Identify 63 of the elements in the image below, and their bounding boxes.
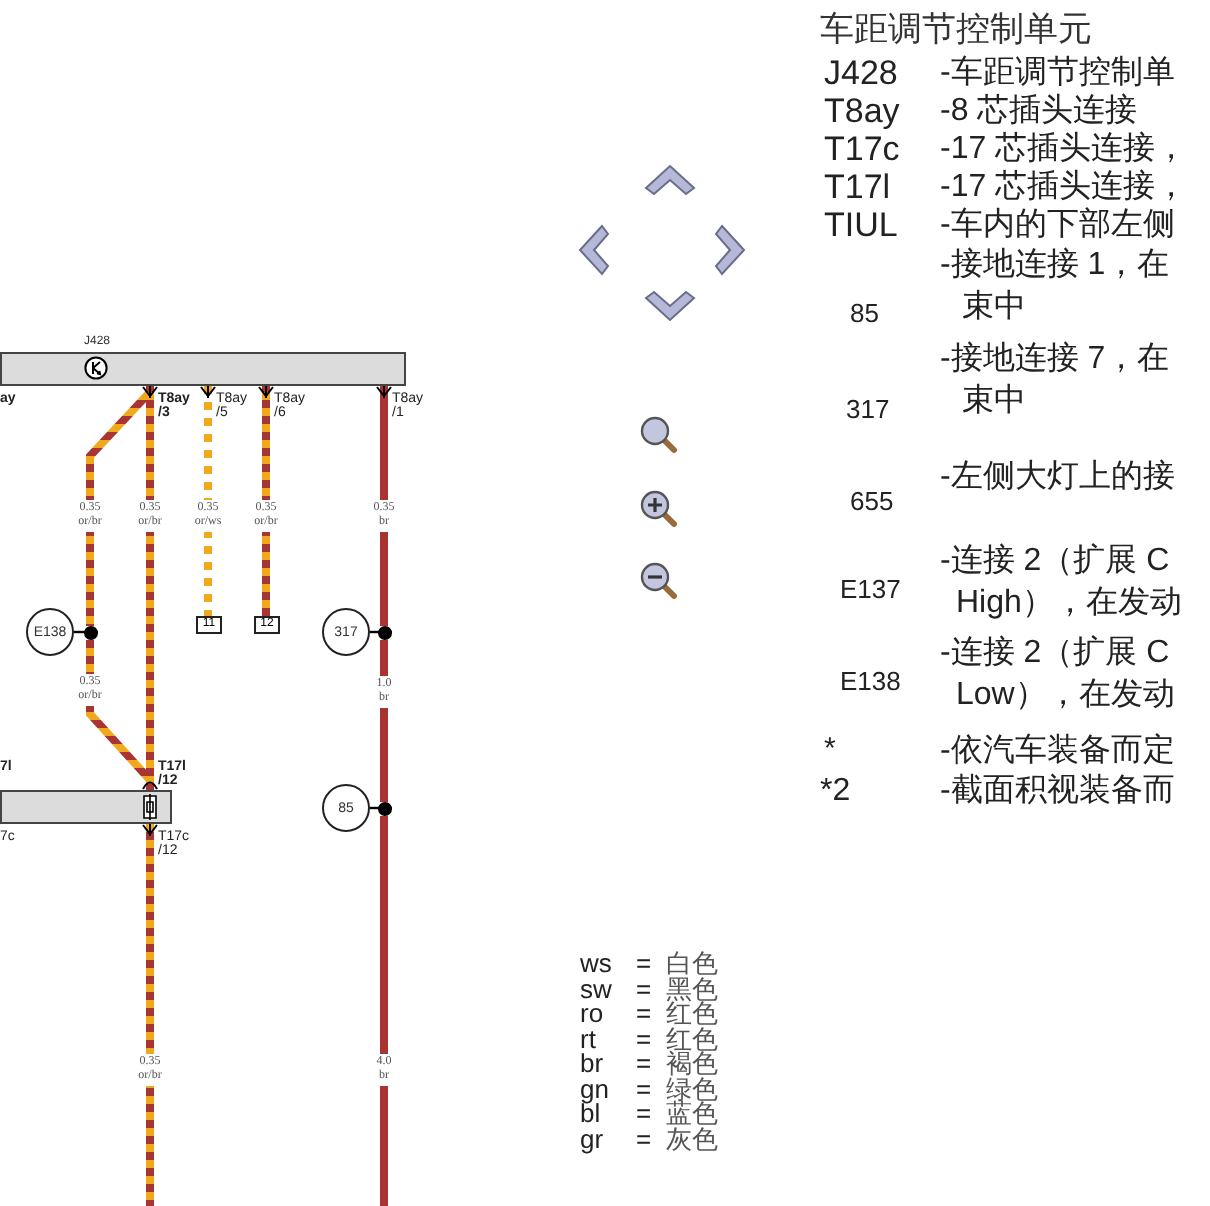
legend-key: E137 (840, 576, 901, 605)
color-name: 灰色 (666, 1125, 718, 1151)
color-code: rt (580, 1025, 596, 1051)
legend-key: E138 (840, 668, 901, 697)
legend-description: -依汽车装备而定 (940, 734, 1175, 770)
legend-description: -接地连接 1，在 (940, 248, 1170, 284)
equals-sign: = (636, 975, 652, 1001)
color-name: 褐色 (666, 1050, 718, 1076)
legend-description: High），在发动 (956, 586, 1182, 622)
legend-description: -连接 2（扩展 C (940, 636, 1170, 672)
color-code: br (580, 1050, 604, 1076)
legend-description: -17 芯插头连接， (940, 170, 1188, 206)
wire (380, 386, 388, 626)
color-name: 蓝色 (666, 1100, 718, 1126)
legend-key: * (824, 734, 836, 767)
legend-key: 85 (850, 300, 879, 329)
wire (380, 816, 388, 1206)
legend-key: T8ay (824, 94, 900, 132)
color-code: gr (580, 1125, 604, 1151)
legend-description: 束中 (962, 384, 1026, 420)
color-code: ro (580, 1000, 604, 1026)
legend-description: -接地连接 7，在 (940, 342, 1170, 378)
equals-sign: = (636, 1125, 652, 1151)
wire (204, 386, 212, 616)
legend-description: -车内的下部左侧 (940, 208, 1175, 244)
legend-key: TIUL (824, 208, 898, 246)
wire (380, 640, 388, 802)
color-name: 白色 (666, 950, 718, 976)
legend-description: -左侧大灯上的接 (940, 460, 1175, 496)
wire (262, 386, 270, 616)
legend-description: -17 芯插头连接， (940, 132, 1188, 168)
color-name: 红色 (666, 1000, 718, 1026)
legend-description: 束中 (962, 290, 1026, 326)
equals-sign: = (636, 1025, 652, 1051)
legend-description: -8 芯插头连接 (940, 94, 1138, 130)
wire (146, 824, 154, 1206)
junction-dot (84, 626, 98, 640)
legend-description: -车距调节控制单 (940, 56, 1175, 92)
junction-dot (378, 802, 392, 816)
equals-sign: = (636, 1100, 652, 1126)
legend-key: 655 (850, 488, 894, 517)
legend-description: -连接 2（扩展 C (940, 544, 1170, 580)
legend-description: Low），在发动 (956, 678, 1175, 714)
color-name: 黑色 (666, 975, 718, 1001)
legend-title: 车距调节控制单元 (820, 12, 1092, 50)
legend-key: J428 (824, 56, 898, 94)
equals-sign: = (636, 1000, 652, 1026)
color-code: ws (580, 950, 612, 976)
equals-sign: = (636, 1050, 652, 1076)
connector-band (0, 790, 172, 824)
legend-key: 317 (846, 396, 890, 425)
legend-key: T17l (824, 170, 891, 208)
equals-sign: = (636, 1075, 652, 1101)
legend-key: T17c (824, 132, 900, 170)
legend-description: -截面积视装备而 (940, 774, 1175, 810)
color-code: gn (580, 1075, 609, 1101)
junction-dot (378, 626, 392, 640)
color-code: sw (580, 975, 612, 1001)
color-name: 绿色 (666, 1075, 718, 1101)
equals-sign: = (636, 950, 652, 976)
legend-key: *2 (820, 774, 851, 810)
color-code: bl (580, 1100, 601, 1126)
color-name: 红色 (666, 1025, 718, 1051)
